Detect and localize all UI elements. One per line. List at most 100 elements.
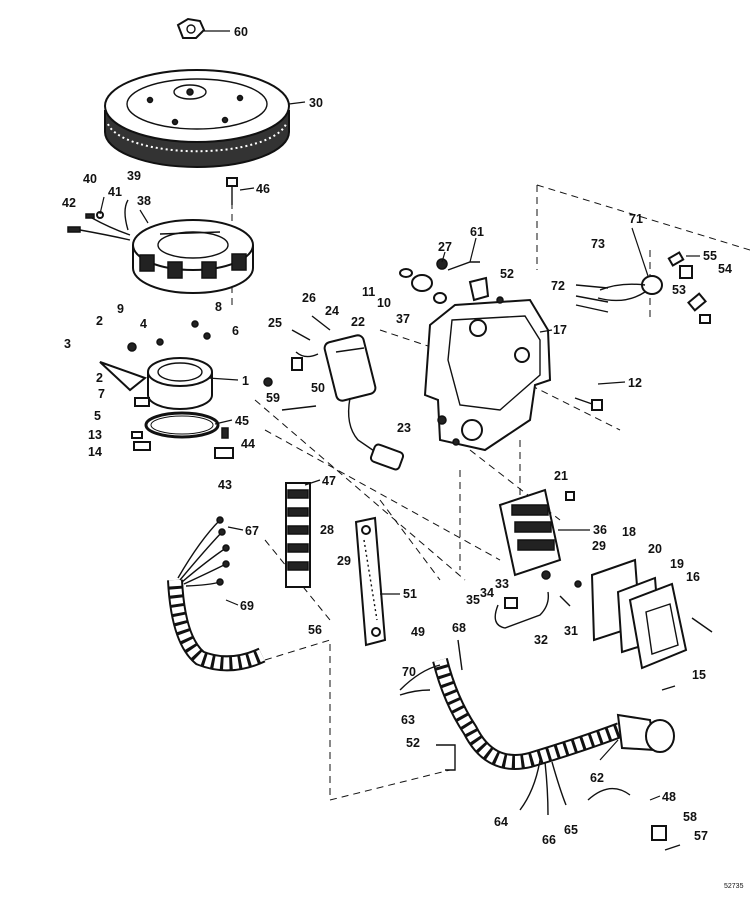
callout-24: 24 bbox=[325, 304, 339, 318]
callout-56: 56 bbox=[308, 623, 322, 637]
callout-51: 51 bbox=[403, 587, 417, 601]
callout-31: 31 bbox=[564, 624, 578, 638]
misc-hardware bbox=[494, 570, 713, 691]
callout-66: 66 bbox=[542, 833, 556, 847]
callout-17: 17 bbox=[553, 323, 567, 337]
callout-67: 67 bbox=[245, 524, 259, 538]
callout-16: 16 bbox=[686, 570, 700, 584]
callout-30: 30 bbox=[309, 96, 323, 110]
callout-44: 44 bbox=[241, 437, 255, 451]
callout-46: 46 bbox=[256, 182, 270, 196]
callout-32: 32 bbox=[534, 633, 548, 647]
callout-25: 25 bbox=[268, 316, 282, 330]
callout-2-top: 2 bbox=[96, 314, 103, 328]
clip-part-58 bbox=[651, 825, 681, 851]
callout-5: 5 bbox=[94, 409, 101, 423]
callout-27: 27 bbox=[438, 240, 452, 254]
cover-part-19 bbox=[628, 582, 688, 670]
callout-36: 36 bbox=[593, 523, 607, 537]
assembly-dashed-lines bbox=[231, 184, 750, 801]
bracket-part-17 bbox=[423, 296, 552, 452]
callout-71: 71 bbox=[629, 212, 643, 226]
callout-73: 73 bbox=[591, 237, 605, 251]
callout-40: 40 bbox=[83, 172, 97, 186]
bolt-part-12 bbox=[574, 397, 603, 411]
ignition-coil-part-22 bbox=[291, 315, 405, 471]
callout-3: 3 bbox=[64, 337, 71, 351]
callout-33: 33 bbox=[495, 577, 509, 591]
stator-part-38 bbox=[132, 219, 254, 294]
callout-38: 38 bbox=[137, 194, 151, 208]
callout-37: 37 bbox=[396, 312, 410, 326]
callout-2-bottom: 2 bbox=[96, 371, 103, 385]
callout-4: 4 bbox=[140, 317, 147, 331]
callout-labels: 60 30 40 39 41 42 38 46 27 61 71 73 55 5… bbox=[62, 25, 744, 890]
callout-26: 26 bbox=[302, 291, 316, 305]
callout-14: 14 bbox=[88, 445, 102, 459]
callout-42: 42 bbox=[62, 196, 76, 210]
terminal-block-part-47 bbox=[285, 482, 311, 588]
callout-41: 41 bbox=[108, 185, 122, 199]
wire-harness-part-62 bbox=[399, 639, 675, 816]
callout-57: 57 bbox=[694, 829, 708, 843]
callout-64: 64 bbox=[494, 815, 508, 829]
callout-39: 39 bbox=[127, 169, 141, 183]
callout-49: 49 bbox=[411, 625, 425, 639]
callout-65: 65 bbox=[564, 823, 578, 837]
bolt-part-46 bbox=[226, 177, 238, 205]
callout-45: 45 bbox=[235, 414, 249, 428]
callout-61: 61 bbox=[470, 225, 484, 239]
nut-part-60 bbox=[176, 17, 206, 39]
wire-harness-part-69 bbox=[167, 516, 266, 672]
callout-21: 21 bbox=[554, 469, 568, 483]
callout-29-right: 29 bbox=[592, 539, 606, 553]
small-hardware bbox=[127, 320, 317, 459]
callout-52-top: 52 bbox=[500, 267, 514, 281]
callout-43: 43 bbox=[218, 478, 232, 492]
callout-62: 62 bbox=[590, 771, 604, 785]
callout-29-left: 29 bbox=[337, 554, 351, 568]
callout-72: 72 bbox=[551, 279, 565, 293]
stator-leads-40-41-42 bbox=[67, 199, 131, 241]
callout-12: 12 bbox=[628, 376, 642, 390]
callout-7: 7 bbox=[98, 387, 105, 401]
callout-19: 19 bbox=[670, 557, 684, 571]
sensor-part-71 bbox=[575, 275, 663, 313]
bracket-hardware bbox=[399, 258, 490, 304]
callout-58: 58 bbox=[683, 810, 697, 824]
callout-35: 35 bbox=[466, 593, 480, 607]
flywheel-part-30 bbox=[104, 69, 290, 168]
callout-10: 10 bbox=[377, 296, 391, 310]
callout-18: 18 bbox=[622, 525, 636, 539]
callout-69: 69 bbox=[240, 599, 254, 613]
callout-60: 60 bbox=[234, 25, 248, 39]
callout-48: 48 bbox=[662, 790, 676, 804]
callout-leaders bbox=[99, 30, 700, 801]
callout-59: 59 bbox=[266, 391, 280, 405]
rectifier-part-51 bbox=[354, 516, 387, 647]
callout-20: 20 bbox=[648, 542, 662, 556]
callout-13: 13 bbox=[88, 428, 102, 442]
callout-55: 55 bbox=[703, 249, 717, 263]
callout-34: 34 bbox=[480, 586, 494, 600]
callout-50: 50 bbox=[311, 381, 325, 395]
callout-70: 70 bbox=[402, 665, 416, 679]
callout-28: 28 bbox=[320, 523, 334, 537]
callout-63: 63 bbox=[401, 713, 415, 727]
callout-52-bottom: 52 bbox=[406, 736, 420, 750]
timer-base-part-1 bbox=[99, 357, 213, 410]
callout-53: 53 bbox=[672, 283, 686, 297]
callout-54: 54 bbox=[718, 262, 732, 276]
switch-box-part-36 bbox=[498, 488, 575, 577]
callout-23: 23 bbox=[397, 421, 411, 435]
callout-1: 1 bbox=[242, 374, 249, 388]
callout-15: 15 bbox=[692, 668, 706, 682]
callout-22: 22 bbox=[351, 315, 365, 329]
callout-68: 68 bbox=[452, 621, 466, 635]
callout-11: 11 bbox=[362, 285, 375, 299]
retaining-ring-part-45 bbox=[144, 411, 220, 439]
clip-parts-53-55 bbox=[667, 251, 711, 324]
figure-code: 52735 bbox=[724, 883, 744, 890]
callout-8: 8 bbox=[215, 300, 222, 314]
